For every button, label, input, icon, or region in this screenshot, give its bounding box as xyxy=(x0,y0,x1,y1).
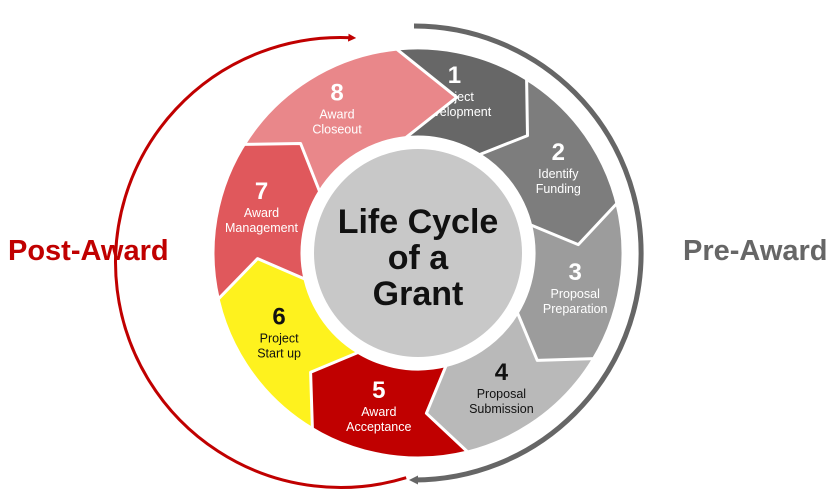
step-4-number: 4 xyxy=(495,359,509,386)
step-6-label-line-2: Start up xyxy=(257,346,301,360)
step-1-number: 1 xyxy=(448,62,461,89)
step-3-number: 3 xyxy=(569,259,582,286)
step-6-label-line-1: Project xyxy=(260,331,299,345)
step-7-label-line-1: Award xyxy=(244,206,279,220)
step-4-label-line-1: Proposal xyxy=(477,387,526,401)
center-title-line-1: Life Cycle xyxy=(338,203,499,241)
step-5-label-line-1: Award xyxy=(361,405,396,419)
step-8-label-line-2: Closeout xyxy=(312,123,362,137)
step-2-label-line-2: Funding xyxy=(536,182,581,196)
cycle-segments: 1ProjectDevelopment2IdentifyFunding3Prop… xyxy=(211,46,625,460)
center-disc xyxy=(314,149,522,357)
post-award-label: Post-Award xyxy=(8,235,169,267)
step-7-number: 7 xyxy=(255,178,268,205)
step-5-label-line-2: Acceptance xyxy=(346,420,411,434)
step-4-label-line-2: Submission xyxy=(469,402,534,416)
step-2-label-line-1: Identify xyxy=(538,167,579,181)
step-5-number: 5 xyxy=(372,377,385,404)
step-6-number: 6 xyxy=(272,303,285,330)
step-2-number: 2 xyxy=(552,139,565,166)
step-8-label-line-1: Award xyxy=(319,108,354,122)
post-award-arc xyxy=(114,33,407,489)
pre-award-arc xyxy=(409,23,644,485)
center-title-line-2: of a xyxy=(388,239,450,277)
step-3-label-line-2: Preparation xyxy=(543,302,608,316)
step-8-number: 8 xyxy=(330,80,343,107)
segment-step-8 xyxy=(242,47,459,193)
step-7-label-line-2: Management xyxy=(225,221,298,235)
center-title-line-3: Grant xyxy=(373,275,464,313)
pre-award-label: Pre-Award xyxy=(683,235,828,267)
step-3-label-line-1: Proposal xyxy=(551,287,600,301)
